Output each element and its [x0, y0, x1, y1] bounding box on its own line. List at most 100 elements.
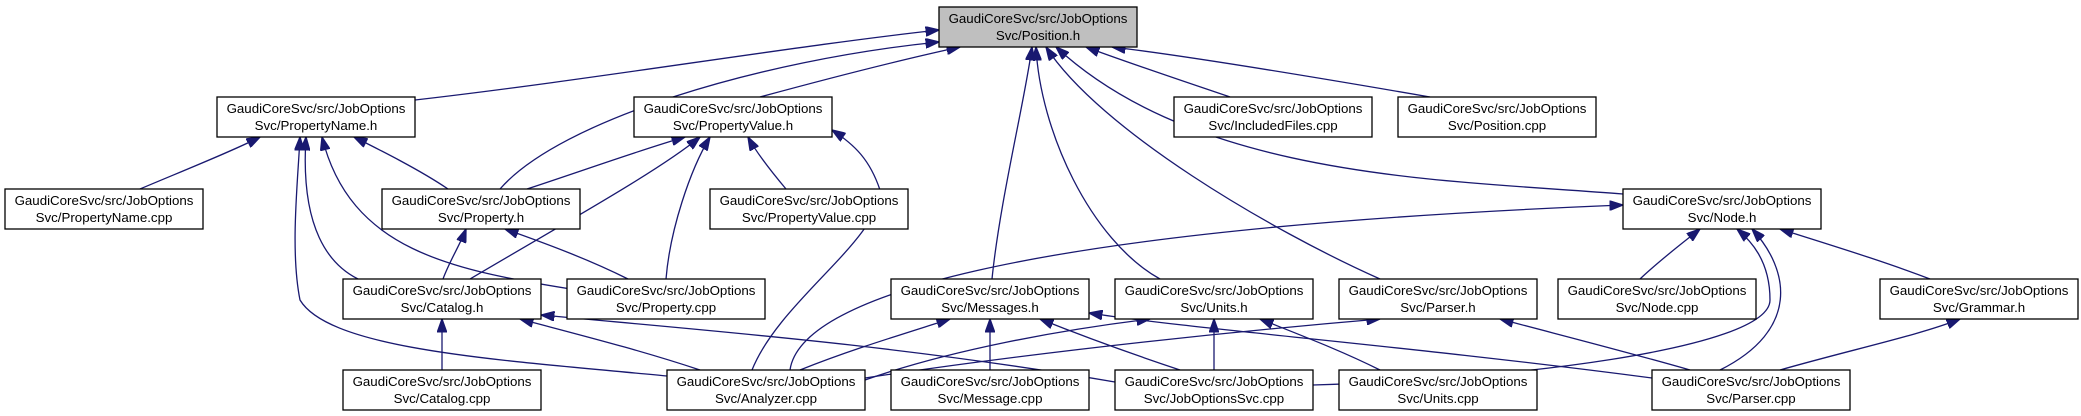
- node-box: [566, 278, 766, 320]
- node-box: [1557, 278, 1757, 320]
- node-box: [381, 188, 581, 230]
- node-label-line1: GaudiCoreSvc/src/JobOptions: [1125, 283, 1304, 298]
- node-catalog-h[interactable]: GaudiCoreSvc/src/JobOptionsSvc/Catalog.h: [342, 278, 542, 320]
- node-box: [216, 96, 416, 138]
- node-box: [938, 6, 1138, 48]
- node-label-line2: Svc/IncludedFiles.cpp: [1208, 118, 1337, 133]
- node-parser-cpp[interactable]: GaudiCoreSvc/src/JobOptionsSvc/Parser.cp…: [1651, 369, 1851, 411]
- node-box: [1114, 369, 1314, 411]
- node-parser-h[interactable]: GaudiCoreSvc/src/JobOptionsSvc/Parser.h: [1338, 278, 1538, 320]
- node-propertyname-h[interactable]: GaudiCoreSvc/src/JobOptionsSvc/PropertyN…: [216, 96, 416, 138]
- node-label-line1: GaudiCoreSvc/src/JobOptions: [392, 193, 571, 208]
- edge-position-cpp-to-position-h: [1112, 47, 1431, 98]
- edge-path: [864, 319, 1380, 379]
- node-catalog-cpp[interactable]: GaudiCoreSvc/src/JobOptionsSvc/Catalog.c…: [342, 369, 542, 411]
- node-joboptionssvc-cpp[interactable]: GaudiCoreSvc/src/JobOptionsSvc/JobOption…: [1114, 369, 1314, 411]
- node-label-line1: GaudiCoreSvc/src/JobOptions: [15, 193, 194, 208]
- node-label-line1: GaudiCoreSvc/src/JobOptions: [1662, 374, 1841, 389]
- edge-path: [799, 319, 950, 371]
- node-label-line2: Svc/Property.cpp: [616, 300, 716, 315]
- edge-propertyname-cpp-to-propertyname-h: [139, 137, 260, 190]
- node-label-line1: GaudiCoreSvc/src/JobOptions: [677, 374, 856, 389]
- node-label-line2: Svc/Position.h: [996, 28, 1080, 43]
- node-label-line2: Svc/Property.h: [438, 210, 524, 225]
- node-label-line2: Svc/Node.cpp: [1616, 300, 1699, 315]
- node-label-line2: Svc/Units.h: [1180, 300, 1247, 315]
- edge-path: [1046, 47, 1381, 280]
- node-box: [1338, 278, 1538, 320]
- edge-path: [665, 137, 710, 280]
- edge-analyzer-cpp-to-catalog-h: [520, 319, 701, 371]
- node-box: [1114, 278, 1314, 320]
- node-box: [342, 369, 542, 411]
- edge-path: [1112, 47, 1431, 98]
- edge-grammar-h-to-node-h: [1780, 229, 1931, 280]
- edge-path: [1040, 319, 1181, 371]
- node-box: [890, 278, 1090, 320]
- node-box: [633, 96, 833, 138]
- edge-property-h-to-propertyvalue-h: [526, 137, 685, 190]
- edge-parser-h-to-position-h: [1046, 47, 1381, 280]
- edge-path: [139, 137, 260, 190]
- edge-path: [520, 319, 701, 371]
- node-message-cpp[interactable]: GaudiCoreSvc/src/JobOptionsSvc/Message.c…: [890, 369, 1090, 411]
- node-label-line1: GaudiCoreSvc/src/JobOptions: [1408, 101, 1587, 116]
- node-grammar-h[interactable]: GaudiCoreSvc/src/JobOptionsSvc/Grammar.h: [1879, 278, 2079, 320]
- edge-units-cpp-to-units-h: [1260, 319, 1381, 371]
- node-label-line1: GaudiCoreSvc/src/JobOptions: [1633, 193, 1812, 208]
- edge-path: [354, 137, 449, 190]
- node-label-line1: GaudiCoreSvc/src/JobOptions: [901, 374, 1080, 389]
- edge-node-cpp-to-node-h: [1639, 229, 1700, 280]
- node-label-line2: Svc/Parser.cpp: [1706, 391, 1795, 406]
- node-label-line1: GaudiCoreSvc/src/JobOptions: [1349, 283, 1528, 298]
- node-position-h[interactable]: GaudiCoreSvc/src/JobOptionsSvc/Position.…: [938, 6, 1138, 48]
- nodes: GaudiCoreSvc/src/JobOptionsSvc/Position.…: [4, 6, 2079, 411]
- node-propertyvalue-cpp[interactable]: GaudiCoreSvc/src/JobOptionsSvc/PropertyV…: [709, 188, 909, 230]
- node-label-line1: GaudiCoreSvc/src/JobOptions: [1349, 374, 1528, 389]
- node-propertyvalue-h[interactable]: GaudiCoreSvc/src/JobOptionsSvc/PropertyV…: [633, 96, 833, 138]
- edge-path: [1086, 47, 1231, 98]
- node-analyzer-cpp[interactable]: GaudiCoreSvc/src/JobOptionsSvc/Analyzer.…: [666, 369, 866, 411]
- edge-path: [991, 47, 1032, 280]
- node-property-h[interactable]: GaudiCoreSvc/src/JobOptionsSvc/Property.…: [381, 188, 581, 230]
- node-node-cpp[interactable]: GaudiCoreSvc/src/JobOptionsSvc/Node.cpp: [1557, 278, 1757, 320]
- edge-property-h-to-propertyname-h: [354, 137, 449, 190]
- edge-messages-h-to-position-h: [991, 47, 1032, 280]
- edge-propertyvalue-h-to-position-h: [759, 47, 960, 98]
- node-label-line1: GaudiCoreSvc/src/JobOptions: [1184, 101, 1363, 116]
- node-box: [1879, 278, 2079, 320]
- edge-path: [1719, 229, 1782, 371]
- node-property-cpp[interactable]: GaudiCoreSvc/src/JobOptionsSvc/Property.…: [566, 278, 766, 320]
- node-units-h[interactable]: GaudiCoreSvc/src/JobOptionsSvc/Units.h: [1114, 278, 1314, 320]
- edge-propertyvalue-cpp-to-propertyvalue-h: [748, 137, 787, 190]
- node-box: [1651, 369, 1851, 411]
- edge-catalog-h-to-propertyvalue-h: [469, 137, 700, 280]
- edges: [139, 30, 1960, 386]
- edge-path: [526, 137, 685, 190]
- node-box: [1397, 96, 1597, 138]
- node-label-line1: GaudiCoreSvc/src/JobOptions: [644, 101, 823, 116]
- edge-path: [469, 137, 700, 280]
- edge-property-cpp-to-propertyvalue-h: [665, 137, 710, 280]
- edge-path: [1500, 319, 1691, 371]
- node-label-line2: Svc/PropertyName.h: [255, 118, 378, 133]
- node-units-cpp[interactable]: GaudiCoreSvc/src/JobOptionsSvc/Units.cpp: [1338, 369, 1538, 411]
- node-label-line2: Svc/Messages.h: [941, 300, 1039, 315]
- edge-parser-cpp-to-node-h: [1719, 229, 1782, 371]
- node-node-h[interactable]: GaudiCoreSvc/src/JobOptionsSvc/Node.h: [1622, 188, 1822, 230]
- node-box: [4, 188, 204, 230]
- node-messages-h[interactable]: GaudiCoreSvc/src/JobOptionsSvc/Messages.…: [890, 278, 1090, 320]
- node-propertyname-cpp[interactable]: GaudiCoreSvc/src/JobOptionsSvc/PropertyN…: [4, 188, 204, 230]
- node-box: [666, 369, 866, 411]
- edge-path: [1779, 319, 1960, 371]
- node-box: [1338, 369, 1538, 411]
- edge-property-cpp-to-property-h: [505, 229, 629, 280]
- node-label-line2: Svc/PropertyName.cpp: [36, 210, 173, 225]
- edge-parser-cpp-to-parser-h: [1500, 319, 1691, 371]
- edge-path: [414, 30, 939, 101]
- node-includedfiles-cpp[interactable]: GaudiCoreSvc/src/JobOptionsSvc/IncludedF…: [1173, 96, 1373, 138]
- node-label-line2: Svc/Position.cpp: [1448, 118, 1546, 133]
- node-position-cpp[interactable]: GaudiCoreSvc/src/JobOptionsSvc/Position.…: [1397, 96, 1597, 138]
- edge-path: [1780, 229, 1931, 280]
